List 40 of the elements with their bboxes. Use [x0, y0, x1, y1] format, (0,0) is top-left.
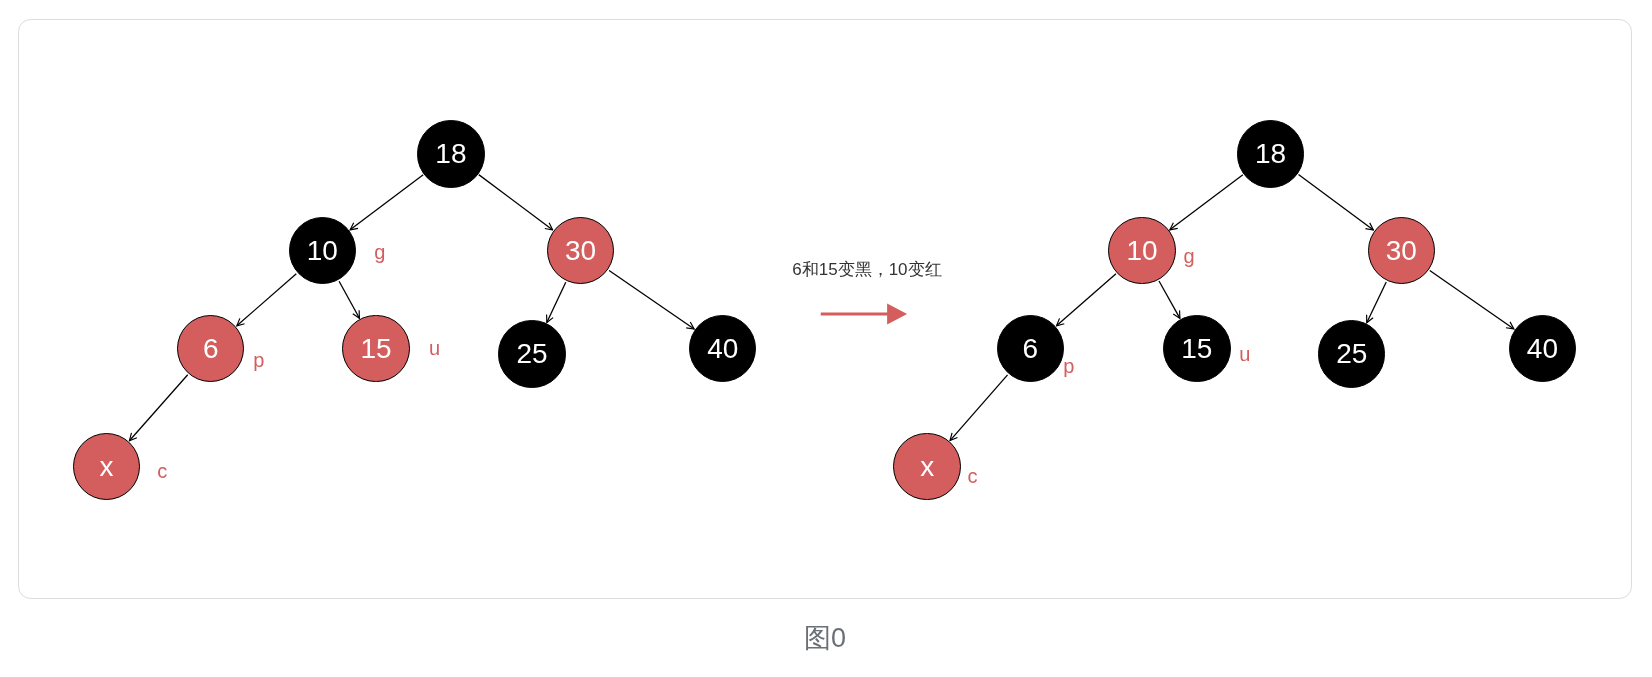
arrow	[338, 280, 361, 319]
arrow	[1158, 280, 1181, 320]
node-tag: u	[429, 337, 441, 358]
arrow	[128, 374, 189, 442]
node-tag: p	[253, 350, 265, 371]
tree-node-circle: 6	[996, 315, 1065, 383]
tree-node-circle: 15	[1163, 315, 1231, 383]
arrow	[1169, 174, 1244, 231]
arrow	[1429, 269, 1515, 330]
tree-node-circle: 30	[546, 217, 615, 285]
tree-node-circle: x	[893, 433, 961, 501]
tree-node-circle: 10	[1108, 217, 1176, 285]
transition-note: 6和15变黑，10变红	[792, 260, 942, 281]
tree-node-circle: 18	[1236, 120, 1305, 188]
arrow	[478, 173, 554, 231]
node-tag: c	[967, 466, 978, 487]
arrow	[236, 273, 297, 327]
node-tag: u	[1239, 344, 1251, 365]
tree-node-circle: 40	[1508, 315, 1577, 383]
node-tag: g	[1183, 246, 1195, 267]
tree-node-circle: 25	[1318, 320, 1386, 388]
arrow	[546, 281, 567, 324]
tree-node-circle: 30	[1367, 217, 1435, 285]
arrow	[1297, 173, 1374, 231]
tree-node-circle: 6	[177, 315, 245, 383]
tree-node-circle: x	[72, 433, 141, 501]
node-tag: c	[157, 461, 168, 481]
tree-node-circle: 25	[498, 320, 566, 388]
tree-node-circle: 10	[288, 217, 357, 285]
node-tag: p	[1063, 355, 1075, 376]
tree-node-circle: 15	[342, 315, 410, 383]
tree-node-circle: 40	[689, 315, 757, 383]
arrow	[1055, 273, 1117, 327]
tree-node-circle: 18	[417, 120, 485, 188]
node-tag: g	[374, 241, 386, 262]
arrow	[349, 174, 424, 231]
arrow	[949, 374, 1009, 442]
caption: 图0	[803, 622, 846, 656]
arrow	[608, 269, 695, 330]
arrow	[1366, 281, 1387, 324]
